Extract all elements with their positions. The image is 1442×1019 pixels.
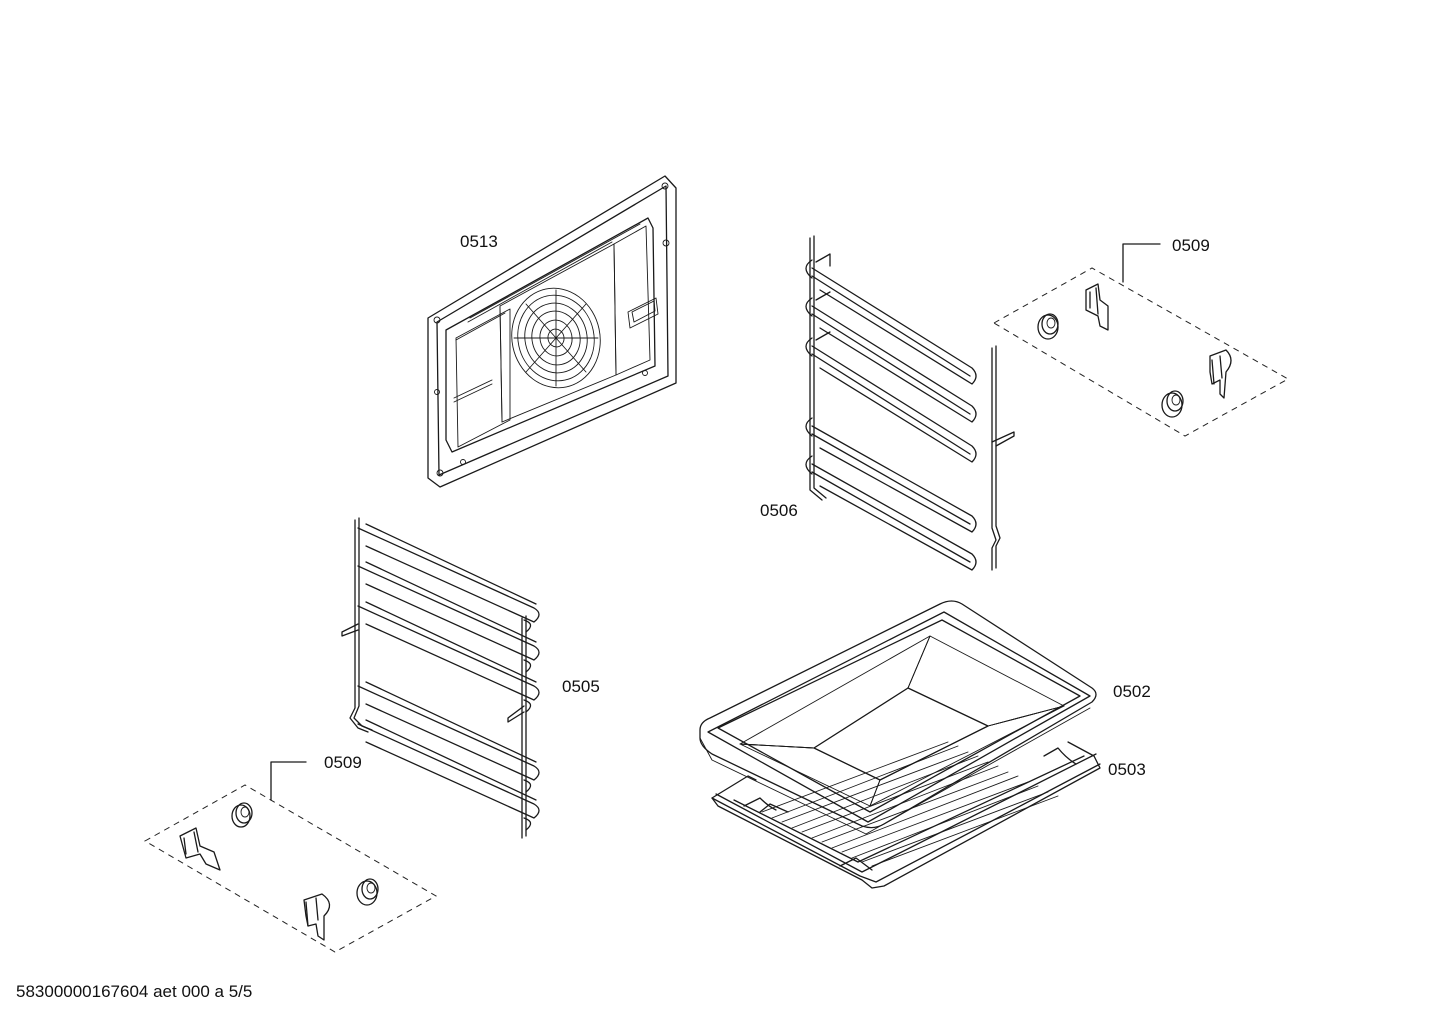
fastener-bushing [356,878,379,906]
fastener-bracket [303,893,331,941]
callout-0506: 0506 [760,501,798,520]
callout-0509-left: 0509 [324,753,362,772]
callout-0509-right: 0509 [1172,236,1210,255]
drawing-footer-id: 58300000167604 aet 000 a 5/5 [16,982,253,1001]
fastener-clip [1085,283,1109,331]
fastener-knob [231,802,253,828]
fan-grille [511,287,601,389]
baking-tray[interactable] [699,600,1097,835]
callout-0503: 0503 [1108,760,1146,779]
side-rack-left[interactable] [341,517,540,839]
callout-0505: 0505 [562,677,600,696]
side-rack-right[interactable] [805,235,1015,571]
callout-0513: 0513 [460,232,498,251]
fastener-kit-left[interactable] [143,761,438,953]
fastener-clip [179,827,221,871]
rear-panel-fan-cover[interactable] [427,175,677,488]
fastener-knob [1037,313,1059,340]
fastener-bracket [1209,349,1232,399]
callout-0502: 0502 [1113,682,1151,701]
fastener-bushing [1161,390,1184,418]
shelf-grid-bars [761,741,1059,867]
wire-shelf[interactable] [711,741,1101,889]
fastener-kit-right[interactable] [992,243,1290,437]
